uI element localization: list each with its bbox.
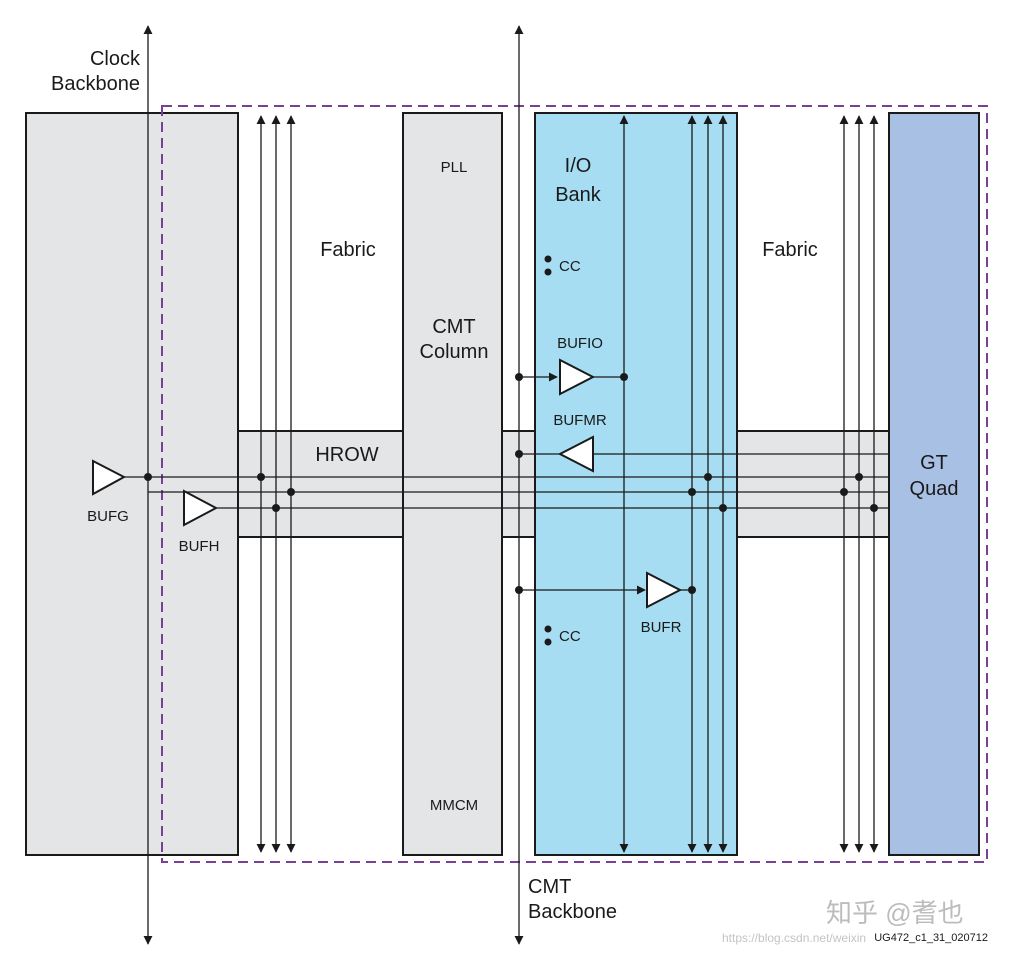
cc-top-dots-icon: [544, 255, 552, 276]
clock-backbone-label-line1: Clock: [90, 48, 141, 70]
clock-region-border: [161, 105, 988, 863]
cmt-backbone-label-line1: CMT: [528, 876, 571, 898]
watermark: 知乎 @耆也: [826, 898, 964, 928]
gt-quad-label-line1: GT: [920, 452, 948, 474]
left-clock-column: [25, 112, 239, 856]
gt-quad: [888, 112, 980, 856]
bufio-buffer-icon: [559, 358, 596, 396]
bufio-label: BUFIO: [557, 335, 603, 352]
cc-top-label: CC: [559, 258, 581, 275]
cmt-column-label-line1: CMT: [432, 316, 475, 338]
io-bank-clock-arrows: [619, 115, 728, 853]
cmt-column: [402, 112, 503, 856]
pll-label: PLL: [441, 159, 468, 176]
bufh-buffer-icon: [183, 489, 219, 527]
right-fabric-clock-arrows: [839, 115, 879, 853]
cc-bottom-label: CC: [559, 628, 581, 645]
mmcm-label: MMCM: [430, 797, 478, 814]
cmt-backbone-label-line2: Backbone: [528, 901, 617, 923]
bufh-label: BUFH: [179, 538, 220, 555]
bufr-buffer-icon: [646, 571, 683, 609]
gt-quad-label-line2: Quad: [910, 478, 959, 500]
io-bank-label-line2: Bank: [555, 184, 602, 206]
fabric-right-label: Fabric: [762, 239, 818, 261]
watermark-url: https://blog.csdn.net/weixin: [722, 931, 866, 945]
cc-bottom-dots-icon: [544, 625, 552, 646]
bufmr-buffer-icon: [557, 435, 594, 473]
fabric-left-label: Fabric: [320, 239, 376, 261]
bufg-label: BUFG: [87, 508, 129, 525]
clock-backbone-label-line2: Backbone: [51, 73, 140, 95]
bufmr-label: BUFMR: [553, 412, 606, 429]
bufr-label: BUFR: [641, 619, 682, 636]
left-fabric-clock-arrows: [256, 115, 296, 853]
bufg-buffer-icon: [92, 459, 127, 496]
hrow-label: HROW: [315, 444, 378, 466]
io-bank-label-line1: I/O: [565, 155, 592, 177]
cmt-column-label-line2: Column: [420, 341, 489, 363]
io-bank: [534, 112, 738, 856]
figure-id: UG472_c1_31_020712: [874, 932, 988, 944]
junction-dots: [144, 373, 878, 594]
